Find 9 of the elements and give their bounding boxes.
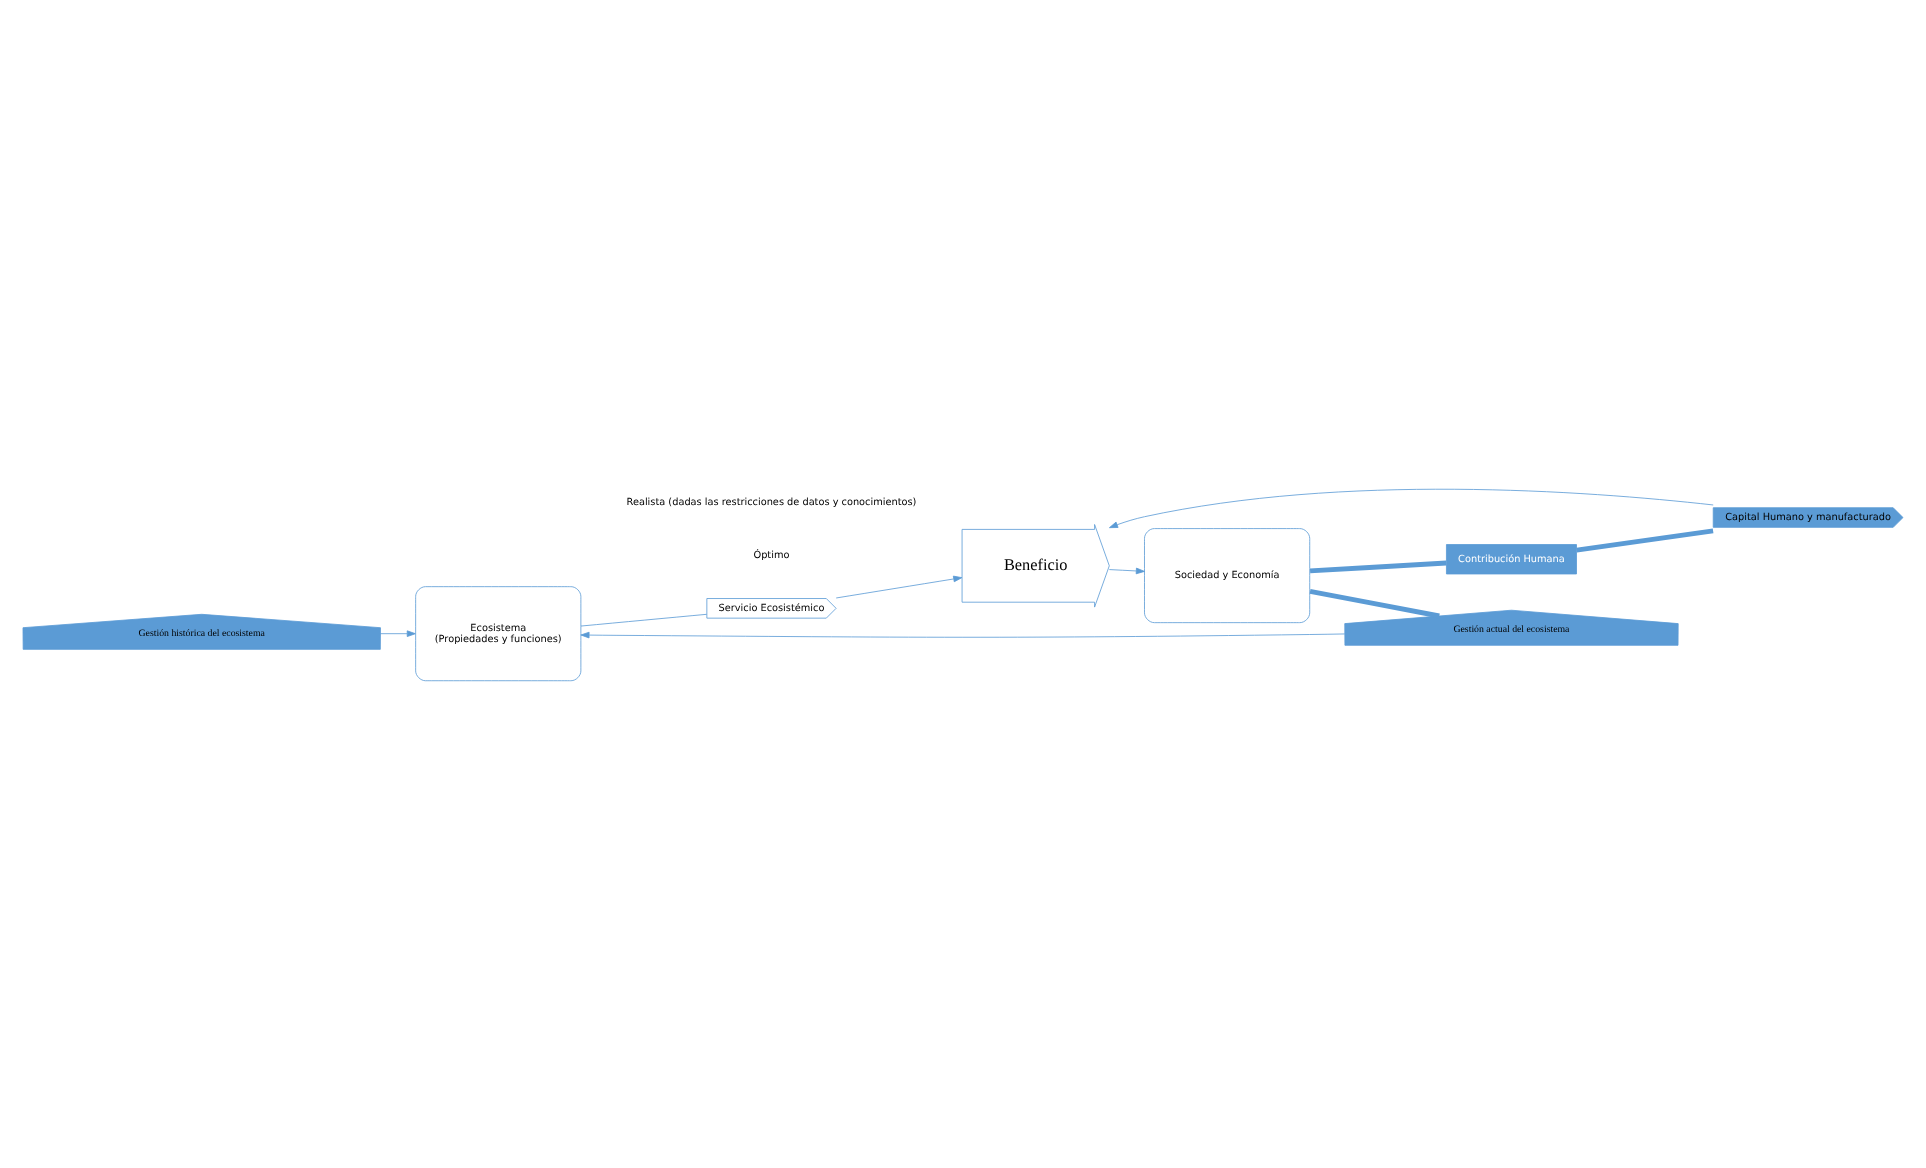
arrow <box>580 631 1346 639</box>
arrow <box>835 575 963 599</box>
connector <box>1309 560 1447 574</box>
connector <box>1309 588 1440 619</box>
arrow <box>1108 567 1145 575</box>
arrow <box>380 630 416 637</box>
connector <box>580 613 708 627</box>
connector <box>1576 528 1714 553</box>
arrow <box>1109 488 1714 529</box>
